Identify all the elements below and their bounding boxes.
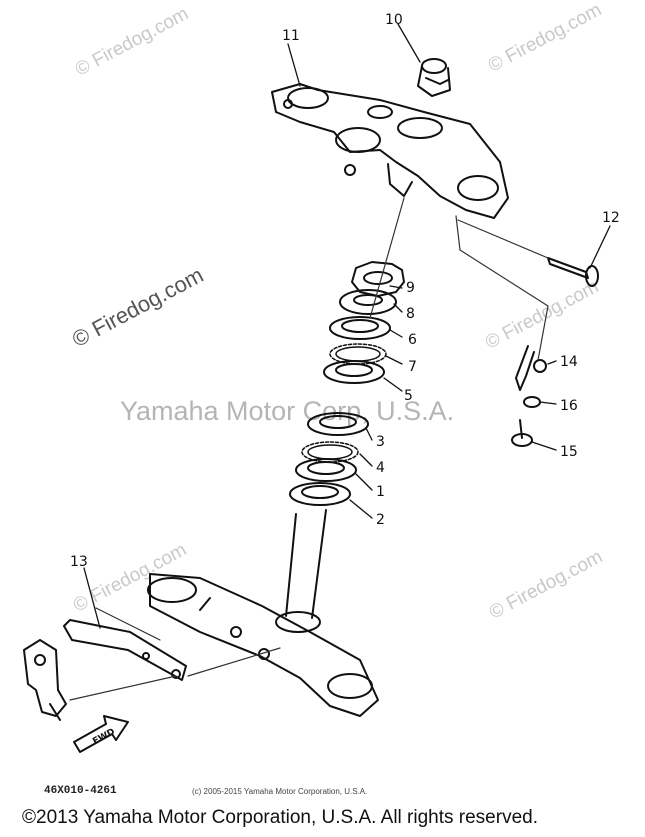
part-label-7: 7 — [408, 359, 417, 375]
part-label-6: 6 — [408, 332, 417, 348]
part-label-9: 9 — [406, 280, 415, 296]
cap-nut — [417, 58, 451, 97]
part-label-14: 14 — [560, 354, 578, 370]
part-label-5: 5 — [404, 388, 413, 404]
steering-lock-assembly — [23, 639, 67, 721]
part-label-2: 2 — [376, 512, 385, 528]
ring-nut — [351, 261, 405, 297]
bearing-race-lower — [323, 360, 385, 384]
pinch-bolt — [547, 257, 599, 287]
part-label-4: 4 — [376, 460, 385, 476]
stay-bracket — [63, 619, 187, 681]
part-label-3: 3 — [376, 434, 385, 450]
screw — [511, 419, 533, 447]
lower-bracket — [147, 509, 379, 717]
part-label-8: 8 — [406, 306, 415, 322]
part-label-13: 13 — [70, 554, 88, 570]
watermark-center: Yamaha Motor Corp, U.S.A. — [120, 396, 455, 426]
washer — [339, 289, 397, 315]
upper-bracket — [271, 83, 509, 219]
ball-race — [307, 412, 369, 436]
part-label-1: 1 — [376, 484, 385, 500]
forward-direction-arrow — [73, 715, 129, 753]
part-label-10: 10 — [385, 12, 403, 28]
footer-copyright: ©2013 Yamaha Motor Corporation, U.S.A. A… — [22, 807, 538, 828]
dust-seal — [289, 482, 351, 506]
bearing-race-upper — [329, 316, 391, 340]
cable-clamp — [515, 345, 547, 391]
part-label-15: 15 — [560, 444, 578, 460]
bearing-race — [295, 458, 357, 482]
small-copyright: (c) 2005-2015 Yamaha Motor Corporation, … — [192, 787, 368, 796]
drawing-code: 46X010-4261 — [44, 785, 117, 797]
part-label-12: 12 — [602, 210, 620, 226]
small-washer — [523, 396, 541, 408]
part-label-11: 11 — [282, 28, 300, 44]
part-label-16: 16 — [560, 398, 578, 414]
